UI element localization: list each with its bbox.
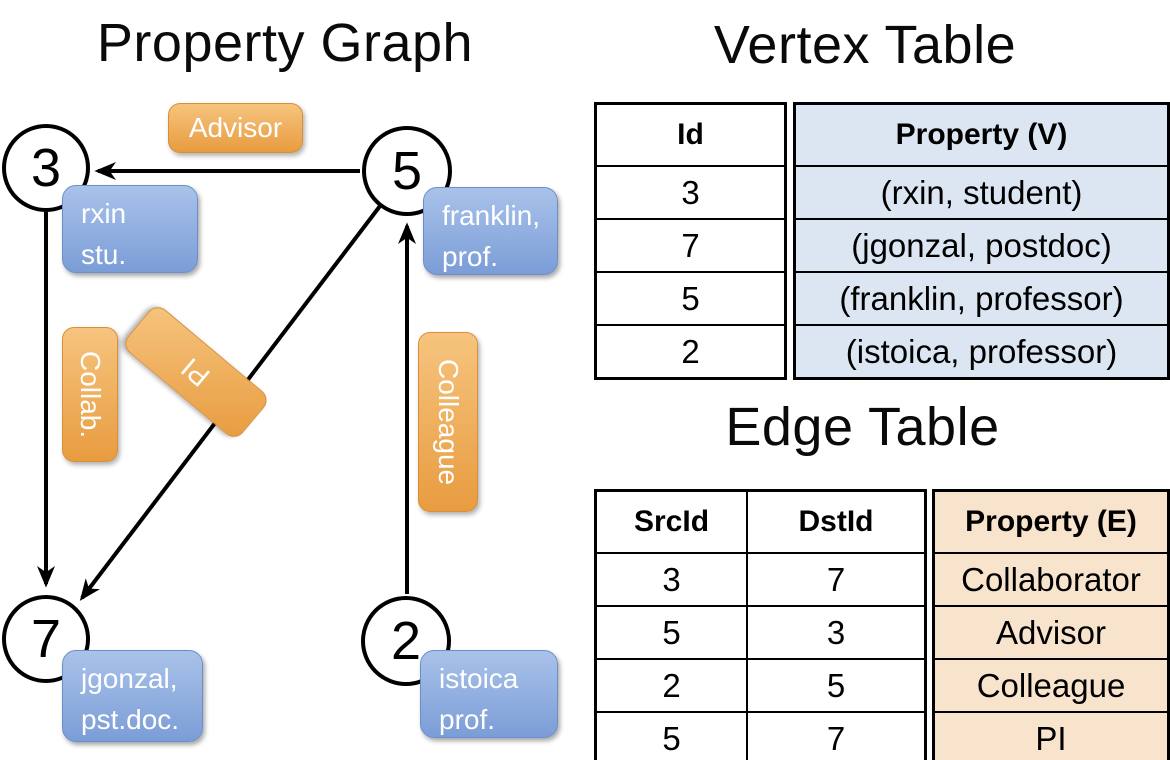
table-cell: 2 bbox=[597, 324, 784, 377]
vertex-node-2-id: 2 bbox=[390, 611, 422, 671]
vertex-property-box-jgonzal: jgonzal, pst.doc. bbox=[62, 650, 203, 742]
vertex-node-5-id: 5 bbox=[391, 141, 423, 201]
vertex-table-title: Vertex Table bbox=[713, 15, 1017, 75]
table-cell: (jgonzal, postdoc) bbox=[796, 218, 1167, 271]
table-cell: (istoica, professor) bbox=[796, 324, 1167, 377]
table-cell: (franklin, professor) bbox=[796, 271, 1167, 324]
vertex-node-5: 5 bbox=[362, 126, 452, 216]
vertex-property-box-rxin: rxin stu. bbox=[62, 185, 198, 273]
vertex-property-line: rxin bbox=[81, 198, 127, 229]
table-cell: 5 bbox=[597, 271, 784, 324]
vertex-property-line: pst.doc. bbox=[81, 703, 180, 735]
table-cell: 3 bbox=[748, 605, 924, 658]
vertex-table-header-property: Property (V) bbox=[895, 118, 1068, 151]
table-cell: 5 bbox=[748, 658, 924, 711]
edge-label-colleague: Colleague bbox=[418, 332, 478, 512]
table-cell: Collaborator bbox=[935, 552, 1167, 605]
vertex-node-3-id: 3 bbox=[30, 138, 62, 198]
vertex-table-header-id: Id bbox=[677, 118, 704, 151]
table-cell: 7 bbox=[597, 218, 784, 271]
property-graph-panel: Property Graph 3 5 7 2 rxin stu. frankli… bbox=[2, 13, 558, 742]
table-cell: PI bbox=[935, 711, 1167, 760]
edge-table-dstid-column: DstId 7 3 5 7 bbox=[746, 492, 924, 760]
vertex-property-line: istoica bbox=[439, 663, 519, 694]
vertex-table-property-column: Property (V) (rxin, student) (jgonzal, p… bbox=[793, 102, 1170, 380]
table-cell: (rxin, student) bbox=[796, 165, 1167, 218]
edge-table-srcid-column: SrcId 3 5 2 5 bbox=[597, 492, 746, 760]
vertex-table: Id 3 7 5 2 Property (V) (rxin, student) … bbox=[594, 102, 1170, 380]
vertex-table-id-column: Id 3 7 5 2 bbox=[594, 102, 787, 380]
edge-label-advisor: Advisor bbox=[168, 103, 303, 153]
vertex-property-line: prof. bbox=[442, 240, 499, 272]
table-cell: 3 bbox=[597, 165, 784, 218]
vertex-property-box-istoica: istoica prof. bbox=[420, 650, 558, 738]
edge-table-header-srcid: SrcId bbox=[633, 505, 710, 538]
vertex-node-7-id: 7 bbox=[30, 609, 62, 669]
edge-table-header-dstid: DstId bbox=[798, 505, 874, 538]
table-cell: 5 bbox=[597, 605, 746, 658]
table-cell: 7 bbox=[748, 552, 924, 605]
edge-table: SrcId 3 5 2 5 DstId 7 3 5 7 Property (E)… bbox=[594, 489, 1170, 760]
vertex-property-box-franklin: franklin, prof. bbox=[423, 187, 558, 275]
table-cell: Colleague bbox=[935, 658, 1167, 711]
edge-label-collab: Collab. bbox=[62, 327, 118, 462]
table-cell: 2 bbox=[597, 658, 746, 711]
vertex-property-line: stu. bbox=[81, 238, 127, 270]
edge-table-header-property: Property (E) bbox=[965, 505, 1137, 538]
vertex-property-line: jgonzal, bbox=[81, 663, 178, 694]
table-cell: 7 bbox=[748, 711, 924, 760]
table-cell: 5 bbox=[597, 711, 746, 760]
property-graph-title: Property Graph bbox=[96, 13, 474, 73]
table-cell: Advisor bbox=[935, 605, 1167, 658]
edge-table-property-column: Property (E) Collaborator Advisor Collea… bbox=[932, 489, 1170, 760]
vertex-property-line: prof. bbox=[439, 703, 496, 735]
vertex-node-2: 2 bbox=[361, 596, 451, 686]
edge-table-title: Edge Table bbox=[725, 397, 1000, 457]
table-cell: 3 bbox=[597, 552, 746, 605]
edge-table-id-columns: SrcId 3 5 2 5 DstId 7 3 5 7 bbox=[594, 489, 927, 760]
vertex-property-line: franklin, bbox=[442, 200, 541, 231]
